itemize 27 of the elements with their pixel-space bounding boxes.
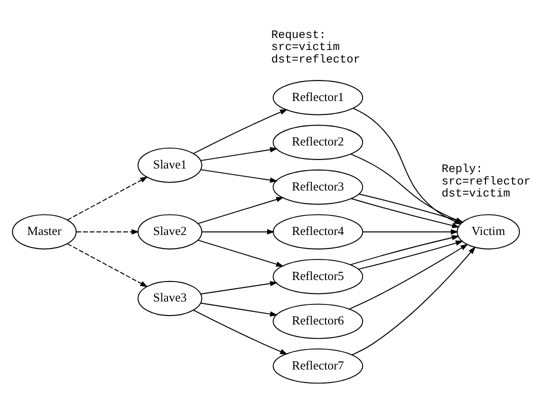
arrow (200, 168, 278, 182)
node-ellipse: Reflector3 (272, 169, 364, 204)
arrow (193, 108, 288, 154)
arrow (200, 302, 278, 316)
arrow (198, 196, 284, 224)
arrow (362, 228, 458, 234)
arrow (198, 239, 284, 266)
arrow (76, 228, 140, 234)
node-ellipse: Reflector6 (272, 303, 364, 338)
arrow (348, 243, 468, 309)
node-ellipse: Reflector5 (272, 258, 364, 294)
arrow (201, 228, 275, 234)
arrow (193, 309, 288, 354)
arrow (66, 176, 148, 220)
node-ellipse: Reflector2 (272, 124, 364, 160)
arrow (358, 240, 464, 270)
arrow (200, 146, 278, 160)
node-ellipse: Slave2 (138, 214, 202, 249)
node-ellipse: Reflector4 (272, 214, 364, 249)
label: Request: src=victim dst=reflector (271, 28, 360, 66)
arrow (350, 234, 460, 265)
node-ellipse: Master (12, 214, 77, 249)
arrow (200, 280, 278, 294)
arrow (350, 198, 460, 228)
arrow (66, 242, 148, 287)
label: Reply: src=reflector dst=victim (442, 162, 531, 200)
arrow (351, 246, 476, 355)
